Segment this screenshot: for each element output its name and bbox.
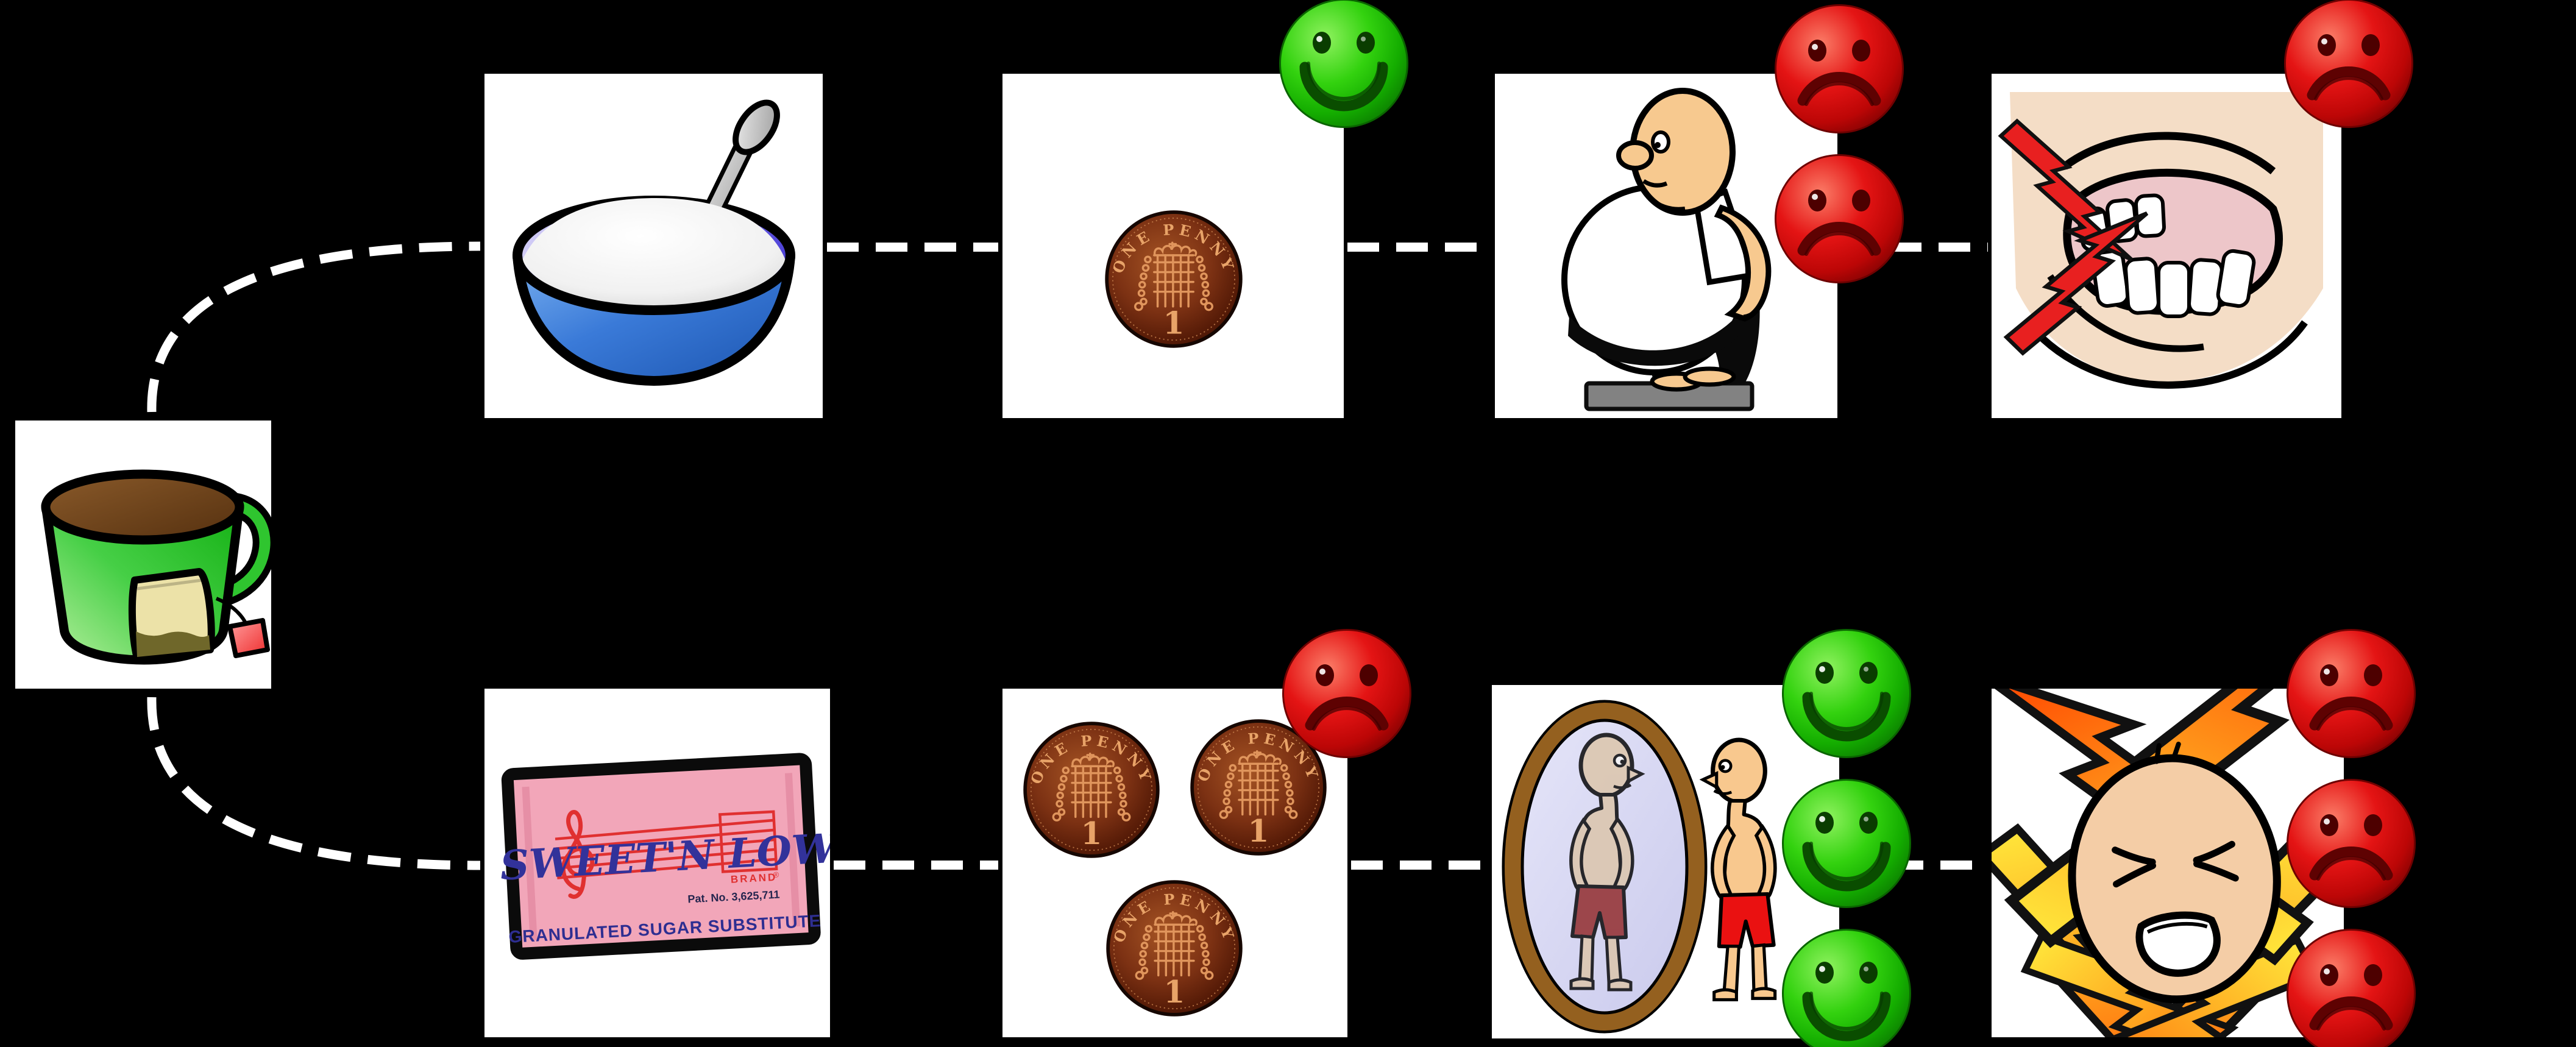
one-penny-box — [1002, 74, 1344, 418]
mirror-box — [1492, 685, 1839, 1038]
dashed-connector — [834, 861, 998, 870]
thin-man — [1703, 740, 1775, 999]
connector-tea-to-sweetener — [147, 697, 481, 870]
sad-face-icon — [2284, 626, 2418, 761]
rating-sweetener-weight — [1779, 626, 1914, 1047]
shouting-mouth — [2135, 911, 2221, 977]
rating-sweetener-cost — [1280, 626, 1414, 776]
overweight-man-on-scales-icon — [1561, 88, 1772, 411]
sweetnlow-packet-icon: SWEET'N LOW BRAND ® Pat. No. 3,625,711 G… — [499, 753, 830, 960]
headache-box — [1992, 689, 2344, 1037]
rating-sweetener-head — [2284, 626, 2418, 1047]
sad-face-icon — [2282, 0, 2416, 130]
tea-bag-tag — [227, 618, 270, 658]
happy-face-icon — [1779, 926, 1914, 1047]
sad-face-icon — [1772, 2, 1906, 136]
dashed-connector — [827, 243, 998, 252]
sad-face-icon — [1772, 152, 1906, 286]
rating-sugar-weight — [1772, 2, 1906, 302]
happy-face-icon — [1779, 626, 1914, 761]
headache-face-icon — [1992, 689, 2344, 1037]
toothache-mouth-icon — [1992, 92, 2323, 389]
packet — [501, 753, 821, 960]
weighing-scales-box — [1495, 74, 1837, 418]
dashed-connector — [1347, 243, 1491, 252]
sugar-mound — [522, 198, 786, 307]
happy-face-icon — [1277, 0, 1411, 130]
slim-man-mirror-icon — [1502, 700, 1839, 1034]
happy-face-icon — [1779, 776, 1914, 910]
rating-sugar-teeth — [2282, 0, 2416, 146]
sugar-bowl-box — [484, 74, 823, 418]
packet-brand-word: BRAND — [730, 871, 777, 886]
teeth — [2076, 193, 2256, 318]
scrunched-eyes — [2112, 840, 2239, 888]
sad-face-icon — [1280, 626, 1414, 761]
treble-clef-icon — [561, 810, 595, 899]
three-pennies-box — [1002, 689, 1347, 1037]
sad-face-icon — [2284, 776, 2418, 910]
tea-cup-box — [15, 421, 271, 689]
sad-face-icon — [2284, 926, 2418, 1047]
sugar-bowl-icon — [513, 99, 795, 386]
rating-sugar-cost — [1277, 0, 1411, 146]
tea-cup-icon — [41, 469, 271, 665]
dashed-connector — [1351, 861, 1488, 870]
registered-mark: ® — [773, 870, 779, 880]
toothache-box — [1992, 74, 2341, 418]
sweetnlow-box: SWEET'N LOW BRAND ® Pat. No. 3,625,711 G… — [484, 689, 830, 1037]
connector-tea-to-sugar — [147, 241, 481, 413]
